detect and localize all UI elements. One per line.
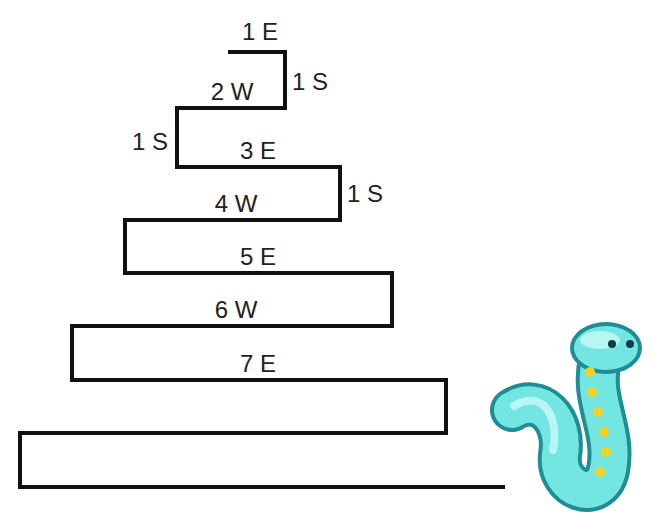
- direction-label: 4 W: [215, 192, 258, 216]
- direction-label: 1 S: [132, 130, 168, 154]
- zigzag-path: [20, 52, 505, 487]
- direction-label: 1 S: [347, 182, 383, 206]
- direction-label: 1 E: [242, 20, 278, 44]
- direction-label: 7 E: [240, 352, 276, 376]
- direction-label: 2 W: [211, 80, 254, 104]
- direction-label: 6 W: [215, 298, 258, 322]
- direction-label: 3 E: [240, 139, 276, 163]
- direction-label: 1 S: [292, 70, 328, 94]
- direction-label: 5 E: [240, 245, 276, 269]
- snake-figure: [512, 322, 642, 490]
